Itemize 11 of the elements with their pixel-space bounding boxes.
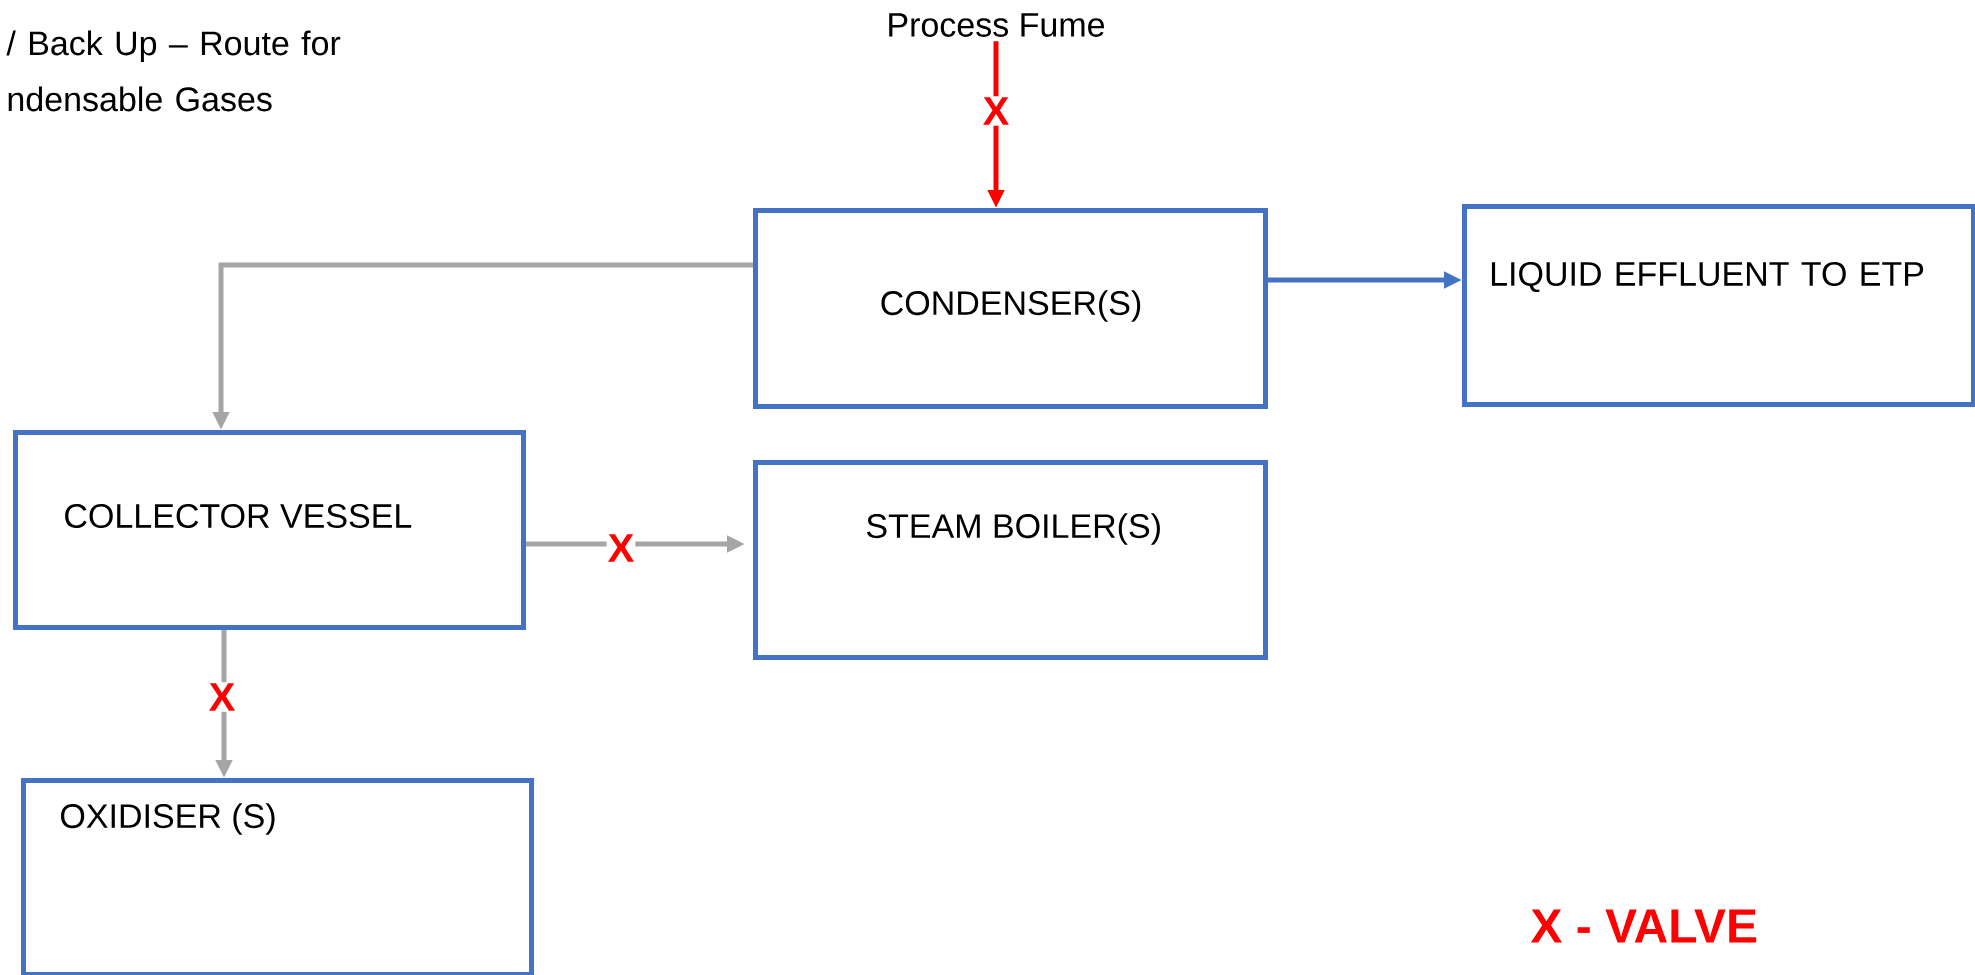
process-box: LIQUID EFFLUENT TO ETP [1462, 204, 1975, 407]
process-box: OXIDISER (S) [21, 778, 534, 975]
source-text: Process Fume [889, 13, 1105, 37]
process-box: CONDENSER(S) [753, 208, 1268, 409]
note-text: / Back Up – Route for ndensable Gases [6, 30, 341, 112]
valve-label: X [207, 682, 237, 712]
valve-label: X [606, 533, 636, 563]
process-box: COLLECTOR VESSEL [13, 430, 526, 630]
process-box: STEAM BOILER(S) [753, 460, 1268, 660]
valve-key-text: X - VALVE [1530, 909, 1757, 943]
valve-label: X [981, 96, 1011, 126]
